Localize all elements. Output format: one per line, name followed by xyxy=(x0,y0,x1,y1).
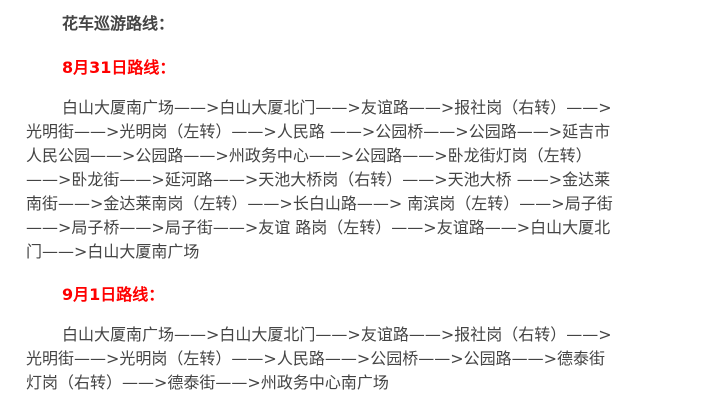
page-title: 花车巡游路线： xyxy=(62,14,175,33)
route-line: 白山大厦南广场——>白山大厦北门——>友谊路——>报社岗（右转）——> xyxy=(62,98,612,117)
route-line: 灯岗（右转）——>德泰街——>州政务中心南广场 xyxy=(26,373,389,392)
route-line: ——>局子桥——>局子街——>友谊 路岗（左转）——>友谊路——>白山大厦北 xyxy=(26,218,611,237)
route-line: 白山大厦南广场——>白山大厦北门——>友谊路——>报社岗（右转）——> xyxy=(62,325,612,344)
route-description-sep1: 白山大厦南广场——>白山大厦北门——>友谊路——>报社岗（右转）——> 光明街—… xyxy=(26,323,706,395)
route-line: ——>卧龙街——>延河路——>天池大桥岗（右转）——>天池大桥 ——>金达莱 xyxy=(26,170,611,189)
route-line: 门——>白山大厦南广场 xyxy=(26,242,200,261)
route-line: 光明街——>光明岗（左转）——>人民路 ——>公园桥——>公园路——>延吉市 xyxy=(26,122,611,141)
route-heading-aug31: 8月31日路线： xyxy=(62,58,176,77)
route-line: 光明街——>光明岗（左转）——>人民路——>公园桥——>公园路——>德泰街 xyxy=(26,349,606,368)
route-description-aug31: 白山大厦南广场——>白山大厦北门——>友谊路——>报社岗（右转）——> 光明街—… xyxy=(26,96,706,264)
route-line: 南街——>金达莱南岗（左转）——>长白山路——> 南滨岗（左转）——>局子街 xyxy=(26,194,613,213)
route-line: 人民公园——>公园路——>州政务中心——>公园路——>卧龙街灯岗（左转） xyxy=(26,146,592,165)
route-heading-sep1: 9月1日路线： xyxy=(62,285,165,304)
